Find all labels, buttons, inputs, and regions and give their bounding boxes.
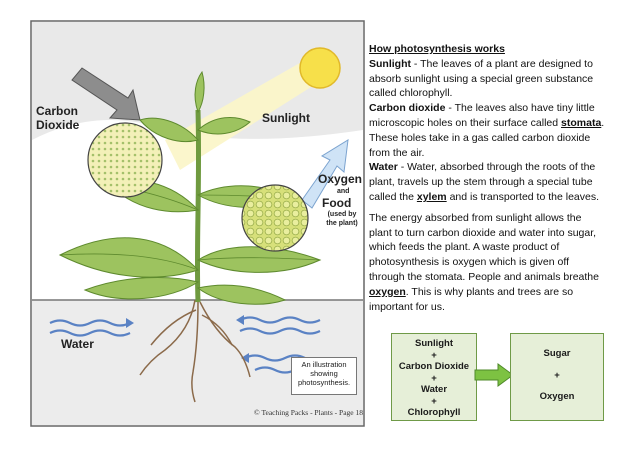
energy-paragraph: The energy absorbed from sunlight allows… <box>369 211 605 315</box>
output-oxygen: Oxygen <box>539 391 575 402</box>
sun <box>299 47 341 89</box>
plus-sign: + <box>554 369 560 381</box>
explanation-text: How photosynthesis works Sunlight - The … <box>369 42 605 314</box>
equation-inputs-box: Sunlight + Carbon Dioxide + Water + Chlo… <box>391 333 477 421</box>
water-term: Water <box>369 161 398 174</box>
carbon-dioxide-description-1: - The leaves also have tiny little micro… <box>369 102 595 129</box>
and-label: and <box>337 188 350 195</box>
water-label: Water <box>61 337 94 351</box>
carbon-dioxide-paragraph: Carbon dioxide - The leaves also have ti… <box>369 101 605 160</box>
oxygen-label: Oxygen <box>318 172 363 186</box>
output-sugar: Sugar <box>543 348 571 359</box>
used-by-plant-label: (used by the plant) <box>326 211 358 227</box>
water-description-2: and is transported to the leaves. <box>446 190 599 203</box>
water-paragraph: Water - Water, absorbed through the root… <box>369 160 605 204</box>
page-footer: © Teaching Packs - Plants - Page 18 <box>254 408 363 417</box>
input-carbon-dioxide: Carbon Dioxide <box>398 361 470 372</box>
illustration-caption: An illustration showing photosynthesis. <box>291 357 357 395</box>
explanation-heading: How photosynthesis works <box>369 43 505 55</box>
input-sunlight: Sunlight <box>415 338 453 349</box>
plus-sign: + <box>431 349 437 361</box>
input-water: Water <box>420 384 448 395</box>
oxygen-term: oxygen <box>369 285 406 298</box>
carbon-dioxide-description-2: . These holes take in a gas called carbo… <box>369 116 605 159</box>
sunlight-beam <box>165 60 330 170</box>
leaf-surface-magnified <box>87 122 163 198</box>
plus-sign: + <box>431 372 437 384</box>
plus-sign: + <box>431 395 437 407</box>
sunlight-description: - The leaves of a plant are designed to … <box>369 57 594 100</box>
equation-outputs-box: Sugar + Oxygen <box>510 333 604 421</box>
sunlight-term: Sunlight <box>369 57 411 70</box>
right-arrow-icon <box>474 363 514 387</box>
carbon-dioxide-label: Carbon Dioxide <box>36 104 80 132</box>
food-label: Food <box>322 196 352 210</box>
carbon-dioxide-arrow <box>71 67 141 121</box>
energy-description-2: . This is why plants and trees are so im… <box>369 285 574 313</box>
sunlight-paragraph: Sunlight - The leaves of a plant are des… <box>369 57 605 101</box>
water-description-1: - Water, absorbed through the roots of t… <box>369 161 596 203</box>
xylem-term: xylem <box>416 190 447 203</box>
stomata-magnified <box>241 184 309 252</box>
stem <box>194 109 202 303</box>
oxygen-arrow <box>301 139 349 209</box>
energy-description-1: The energy absorbed from sunlight allows… <box>369 211 599 283</box>
water-arrow-heads <box>126 315 249 363</box>
sunlight-label: Sunlight <box>262 111 310 125</box>
stomata-term: stomata <box>561 116 602 129</box>
input-chlorophyll: Chlorophyll <box>407 407 461 418</box>
carbon-dioxide-term: Carbon dioxide <box>369 102 446 115</box>
roots <box>139 299 251 403</box>
